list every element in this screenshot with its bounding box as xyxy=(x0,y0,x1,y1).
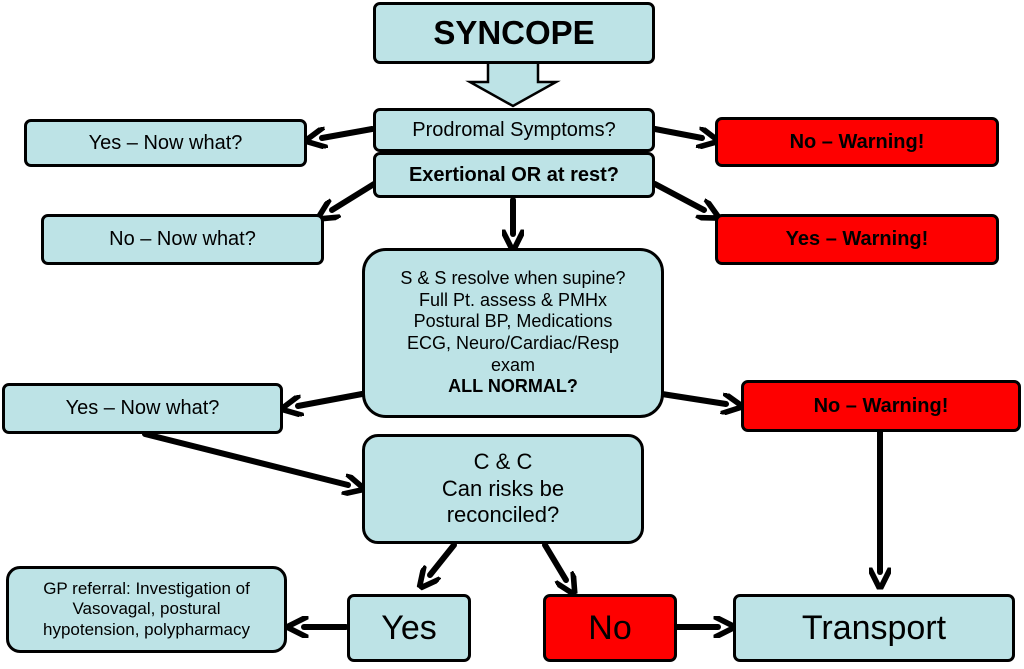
exertional-no-box: No – Now what? xyxy=(41,214,324,265)
cc-line-2: Can risks be xyxy=(441,475,565,501)
arrow-yes-now-to-cc xyxy=(142,431,348,485)
yes-label: Yes xyxy=(381,608,437,647)
cc-box: C & C Can risks be reconciled? xyxy=(362,434,644,544)
assessment-yes-box: Yes – Now what? xyxy=(2,383,283,434)
exertional-box: Exertional OR at rest? xyxy=(373,152,655,198)
transport-label: Transport xyxy=(801,608,947,647)
assessment-line-5: exam xyxy=(490,354,535,375)
arrow-exertional-no xyxy=(332,181,377,210)
exertional-yes-label: Yes – Warning! xyxy=(785,228,929,250)
arrow-prodromal-no xyxy=(652,126,702,138)
prodromal-yes-box: Yes – Now what? xyxy=(24,119,307,167)
prodromal-no-label: No – Warning! xyxy=(789,130,925,153)
yes-box: Yes xyxy=(347,594,471,662)
arrow-cc-no xyxy=(542,542,566,580)
transport-box: Transport xyxy=(733,594,1015,662)
cc-line-3: reconciled? xyxy=(446,502,560,528)
arrow-assessment-no xyxy=(659,391,726,404)
syncope-title-box: SYNCOPE xyxy=(373,2,655,64)
exertional-yes-box: Yes – Warning! xyxy=(715,214,999,265)
assessment-line-4: ECG, Neuro/Cardiac/Resp xyxy=(406,333,620,353)
syncope-down-arrow xyxy=(465,60,561,108)
arrow-assessment-yes xyxy=(298,391,365,406)
syncope-title: SYNCOPE xyxy=(433,14,595,51)
gp-referral-line-3: hypotension, polypharmacy xyxy=(43,619,250,639)
arrow-prodromal-yes xyxy=(322,126,375,138)
exertional-no-label: No – Now what? xyxy=(109,228,256,250)
gp-referral-line-1: GP referral: Investigation of xyxy=(43,578,250,598)
assessment-line-1: S & S resolve when supine? xyxy=(400,268,626,289)
arrow-cc-yes xyxy=(430,542,457,575)
assessment-box: S & S resolve when supine? Full Pt. asse… xyxy=(362,248,664,418)
no-label: No xyxy=(588,608,632,647)
arrow-exertional-yes xyxy=(652,181,704,210)
prodromal-label: Prodromal Symptoms? xyxy=(412,118,616,141)
exertional-label: Exertional OR at rest? xyxy=(408,163,620,186)
assessment-no-label: No – Warning! xyxy=(813,394,949,417)
assessment-no-box: No – Warning! xyxy=(741,380,1021,432)
assessment-line-6: ALL NORMAL? xyxy=(448,376,578,397)
prodromal-no-box: No – Warning! xyxy=(715,117,999,167)
assessment-yes-label: Yes – Now what? xyxy=(65,397,220,419)
gp-referral-line-2: Vasovagal, postural xyxy=(72,599,221,619)
prodromal-box: Prodromal Symptoms? xyxy=(373,108,655,152)
assessment-line-3: Postural BP, Medications xyxy=(413,311,613,332)
prodromal-yes-label: Yes – Now what? xyxy=(88,131,243,154)
cc-line-1: C & C xyxy=(473,449,533,475)
assessment-line-2: Full Pt. assess & PMHx xyxy=(418,289,608,310)
gp-referral-box: GP referral: Investigation of Vasovagal,… xyxy=(6,566,287,653)
no-box: No xyxy=(543,594,677,662)
